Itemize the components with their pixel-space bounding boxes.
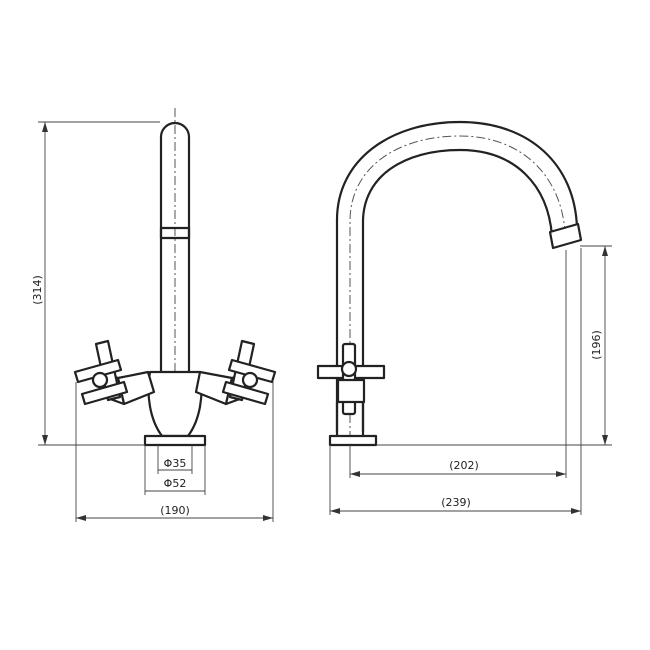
front-base-plate [143,434,207,447]
side-body-lower [335,400,365,438]
dim-314-arrow-top [42,122,48,132]
side-spout-outer [335,120,579,434]
side-view [316,120,583,447]
dim-front-height: (314) [31,275,44,305]
dim-overall-depth: (239) [441,496,471,509]
dim-202-arrow-right [556,471,566,477]
side-valve-body [336,378,366,404]
front-spout-tube [159,121,191,374]
left-handle-boss [91,371,109,389]
dim-239-arrow-right [571,508,581,514]
dim-front-width: (190) [160,504,190,517]
right-cross-handle-upper [227,358,277,384]
dim-spout-height: (196) [590,330,603,360]
dim-239-arrow-left [330,508,340,514]
right-handle-boss [241,371,259,389]
dim-314-arrow-bottom [42,435,48,445]
side-spout-tip [548,222,583,250]
left-cross-handle-upper [73,358,123,384]
front-view [73,108,277,447]
side-spout-inner [361,148,554,434]
side-handle-boss [340,360,358,378]
dim-190-arrow-right [263,515,273,521]
dim-spout-reach: (202) [449,459,479,472]
left-valve [73,339,156,406]
side-spout-centre-line [349,135,566,440]
right-valve [194,339,277,406]
left-cross-handle-lower [80,380,129,406]
dim-202-arrow-left [350,471,360,477]
dimension-lines: (314) Φ35 Φ52 (190) (196) (202) [31,121,612,522]
side-base-plate [328,434,378,447]
dim-196-arrow-top [602,246,608,256]
right-cross-handle-lower [221,380,270,406]
front-aerator [159,226,191,240]
dim-base-diameter: Φ52 [164,477,187,490]
front-body [147,370,203,438]
dim-inner-diameter: Φ35 [164,457,187,470]
dim-196-arrow-bottom [602,435,608,445]
dim-190-arrow-left [76,515,86,521]
